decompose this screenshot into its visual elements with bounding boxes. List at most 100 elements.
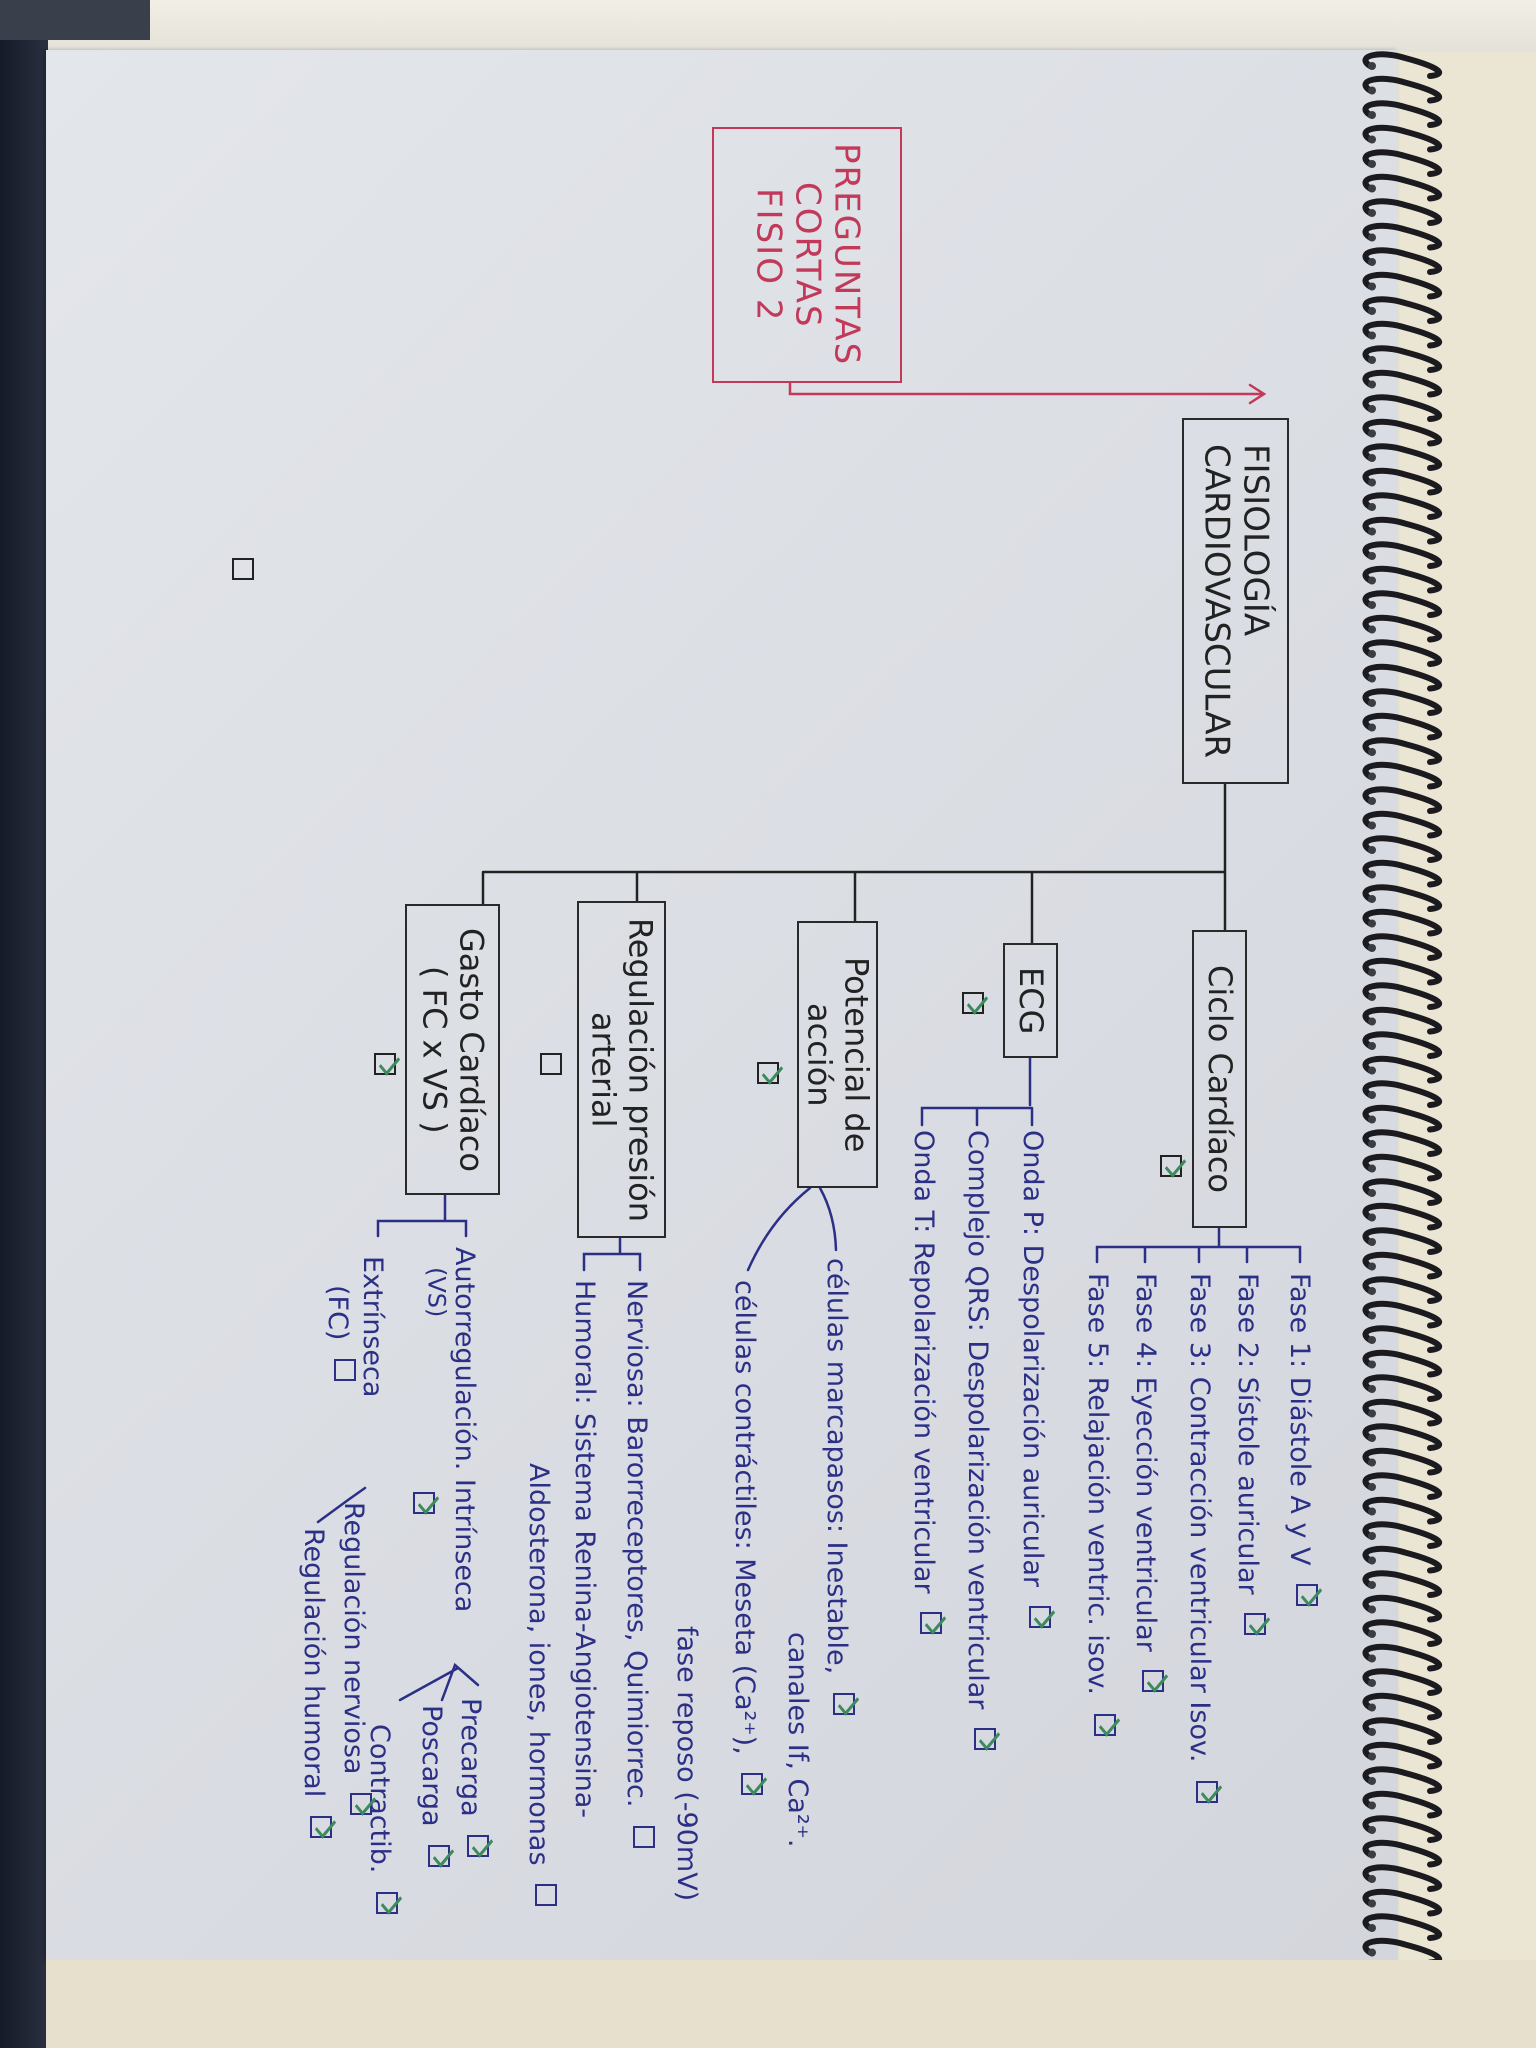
root-line: CARDIOVASCULAR	[1196, 443, 1237, 759]
list-item: Fase 1: Diástole A y V	[1284, 1273, 1318, 1607]
checkbox-icon[interactable]	[427, 1845, 450, 1868]
item-continuation: fase reposo (-90mV)	[671, 1626, 703, 1902]
desk-background	[48, 0, 1536, 52]
spiral-loop-icon	[1362, 1913, 1443, 1941]
spiral-loop-icon	[1362, 1080, 1443, 1108]
item-text: Precarga	[455, 1698, 487, 1817]
spiral-loop-icon	[1362, 1031, 1443, 1059]
spiral-loop-icon	[1362, 737, 1443, 765]
binding-hole-icon	[1368, 429, 1376, 438]
item-sub: (VS)	[422, 1267, 451, 1318]
binding-hole-icon	[1368, 1850, 1376, 1859]
checkbox-icon[interactable]	[374, 1053, 396, 1075]
binding-hole-icon	[1368, 1458, 1376, 1467]
item-text: Fase 5: Relajación ventric. isov.	[1082, 1273, 1114, 1695]
spiral-loop-icon	[1362, 1790, 1443, 1819]
topic-box-ecg: ECG	[1003, 943, 1058, 1058]
item-text: Fase 2: Sístole auricular	[1232, 1273, 1264, 1595]
checkbox-icon[interactable]	[534, 1884, 557, 1907]
spiral-loop-icon	[1362, 1276, 1443, 1304]
binding-hole-icon	[1368, 797, 1376, 805]
checkbox-icon[interactable]	[962, 992, 984, 1014]
binding-hole-icon	[1368, 650, 1376, 658]
binding-hole-icon	[1368, 1017, 1376, 1026]
title-line: CORTAS	[787, 181, 828, 329]
checkbox-icon[interactable]	[309, 1815, 332, 1838]
binding-hole-icon	[1368, 1238, 1376, 1246]
spiral-loop-icon	[1362, 1496, 1443, 1525]
item-text: células contráctiles: Meseta (Ca²⁺),	[729, 1280, 761, 1755]
checkbox-icon[interactable]	[349, 1793, 372, 1816]
binding-hole-icon	[1368, 1875, 1376, 1883]
spiral-loop-icon	[1362, 124, 1443, 153]
spiral-loop-icon	[1362, 541, 1443, 569]
checkbox-icon[interactable]	[413, 1492, 435, 1514]
list-item: Fase 3: Contracción ventricular Isov.	[1184, 1273, 1218, 1804]
binding-hole-icon	[1368, 209, 1376, 217]
item-text: Regulación nerviosa	[338, 1502, 370, 1775]
item-text: Regulación humoral	[298, 1528, 330, 1798]
binding-hole-icon	[1368, 1948, 1376, 1957]
item-text: Onda P: Despolarización auricular	[1017, 1130, 1049, 1588]
checkbox-icon[interactable]	[1141, 1670, 1164, 1693]
spiral-loop-icon	[1362, 982, 1443, 1010]
spiral-loop-icon	[1362, 1178, 1443, 1206]
checkbox-icon[interactable]	[232, 558, 254, 580]
binding-hole-icon	[1368, 1385, 1376, 1393]
checkbox-icon[interactable]	[1295, 1584, 1318, 1607]
checkbox-icon[interactable]	[1160, 1155, 1182, 1177]
list-item: Complejo QRS: Despolarización ventricula…	[962, 1130, 996, 1750]
binding-hole-icon	[1368, 723, 1376, 732]
item-text: células marcapasos: Inestable,	[821, 1258, 853, 1675]
checkbox-icon[interactable]	[919, 1612, 942, 1635]
spiral-loop-icon	[1362, 565, 1443, 594]
topic-box-gasto: Gasto Cardíaco ( FC x VS )	[405, 904, 500, 1195]
spiral-loop-icon	[1362, 394, 1443, 422]
binding-hole-icon	[1368, 919, 1376, 928]
checkbox-icon[interactable]	[333, 1359, 356, 1382]
list-item: Humoral: Sistema Renina-Angiotensina-	[569, 1280, 601, 1818]
binding-hole-icon	[1368, 1189, 1376, 1197]
sub-item: Regulación nerviosa	[338, 1502, 372, 1816]
checkbox-icon[interactable]	[973, 1728, 996, 1750]
item-text: Fase 4: Eyección ventricular	[1130, 1273, 1162, 1652]
checkbox-icon[interactable]	[832, 1692, 855, 1715]
item-text: Onda T: Repolarización ventricular	[908, 1130, 940, 1594]
spiral-loop-icon	[1362, 492, 1443, 520]
binding-hole-icon	[1368, 601, 1376, 609]
checkbox-icon[interactable]	[466, 1835, 489, 1858]
binding-hole-icon	[1368, 1483, 1376, 1491]
spiral-loop-icon	[1362, 149, 1443, 177]
checkbox-icon[interactable]	[1093, 1713, 1116, 1736]
binding-hole-icon	[1368, 748, 1376, 756]
checkbox-icon[interactable]	[740, 1773, 763, 1796]
binding-hole-icon	[1368, 111, 1376, 119]
spiral-loop-icon	[1362, 51, 1443, 79]
desk-background	[0, 0, 48, 2048]
spiral-loop-icon	[1362, 1153, 1443, 1182]
binding-hole-icon	[1368, 380, 1376, 389]
binding-hole-icon	[1368, 454, 1376, 462]
spiral-loop-icon	[1362, 884, 1443, 912]
binding-hole-icon	[1368, 1311, 1376, 1320]
checkbox-icon[interactable]	[1243, 1613, 1266, 1636]
root-line: FISIOLOGÍA	[1235, 443, 1276, 637]
item-text: Nerviosa: Barorreceptores, Quimiorrec.	[621, 1280, 653, 1808]
checkbox-icon[interactable]	[375, 1891, 398, 1914]
spiral-loop-icon	[1362, 1423, 1443, 1451]
spiral-loop-icon	[1362, 688, 1443, 716]
checkbox-icon[interactable]	[1195, 1781, 1218, 1804]
checkbox-icon[interactable]	[540, 1053, 562, 1075]
item-text: Complejo QRS: Despolarización ventricula…	[962, 1130, 994, 1710]
spiral-loop-icon	[1362, 516, 1443, 545]
checkbox-icon[interactable]	[632, 1826, 655, 1849]
list-item: Onda T: Repolarización ventricular	[908, 1130, 942, 1635]
notebook-page	[46, 50, 1398, 1960]
binding-hole-icon	[1368, 1213, 1376, 1222]
spiral-loop-icon	[1362, 222, 1443, 251]
binding-hole-icon	[1368, 1679, 1376, 1687]
list-item: células contráctiles: Meseta (Ca²⁺),	[729, 1280, 763, 1796]
checkbox-icon[interactable]	[1028, 1605, 1051, 1628]
checkbox-icon[interactable]	[757, 1062, 779, 1084]
spiral-loop-icon	[1362, 590, 1443, 618]
